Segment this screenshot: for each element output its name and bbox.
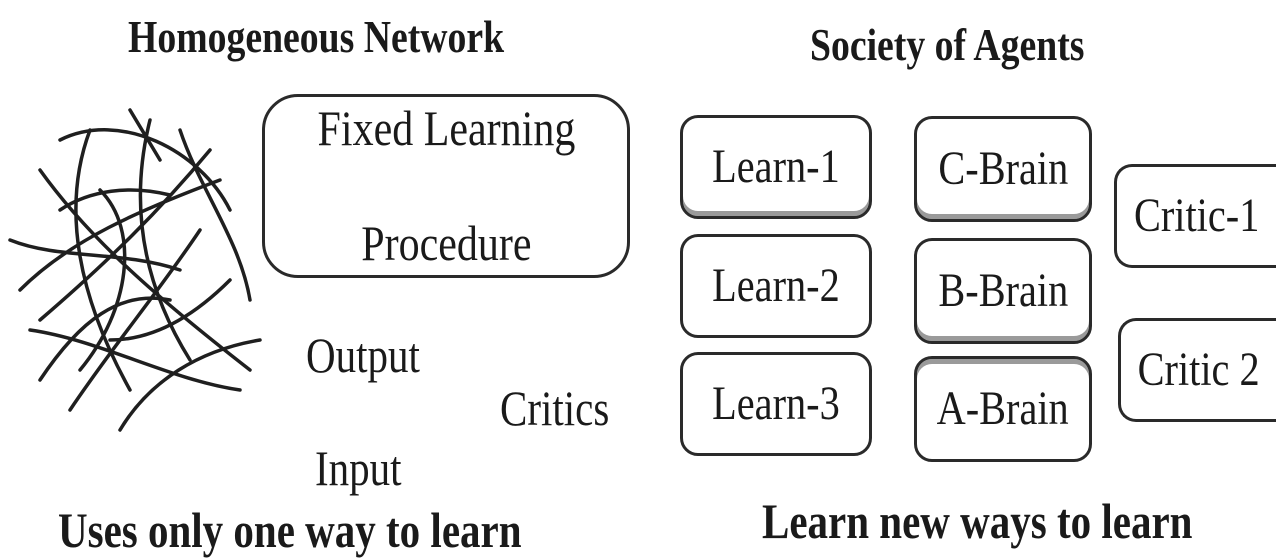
left-caption: Uses only one way to learn <box>58 502 522 558</box>
society-of-agents-heading: Society of Agents <box>810 19 1085 70</box>
a-brain-box: A-Brain <box>914 356 1092 462</box>
c-brain-box: C-Brain <box>914 116 1092 222</box>
fixed-learning-line1: Fixed Learning <box>317 99 575 156</box>
output-label: Output <box>306 327 420 383</box>
learn-3-box: Learn-3 <box>680 352 872 456</box>
critic-1-box: Critic-1 <box>1114 164 1276 268</box>
b-brain-label: B-Brain <box>938 264 1068 318</box>
homogeneous-network-heading: Homogeneous Network <box>128 11 505 62</box>
learn-1-box: Learn-1 <box>680 115 872 219</box>
input-label: Input <box>315 440 402 496</box>
b-brain-box: B-Brain <box>914 238 1092 344</box>
a-brain-label: A-Brain <box>936 382 1070 436</box>
critic-2-label: Critic 2 <box>1137 343 1260 397</box>
critic-2-box: Critic 2 <box>1118 318 1276 422</box>
fixed-learning-line2: Procedure <box>360 214 532 271</box>
critic-1-label: Critic-1 <box>1133 189 1260 243</box>
learn-3-label: Learn-3 <box>712 377 840 431</box>
learn-2-label: Learn-2 <box>712 259 840 313</box>
critics-label: Critics <box>500 380 610 436</box>
fixed-learning-procedure-box: Fixed Learning Procedure <box>262 94 630 278</box>
learn-1-label: Learn-1 <box>712 140 840 194</box>
right-caption: Learn new ways to learn <box>762 493 1193 549</box>
learn-2-box: Learn-2 <box>680 234 872 338</box>
c-brain-label: C-Brain <box>938 142 1068 196</box>
tangled-network-icon <box>8 108 262 432</box>
